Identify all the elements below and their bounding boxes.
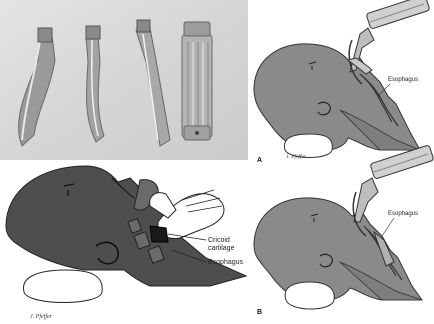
esophagus-label-b: Esophagus: [388, 211, 418, 217]
cricoid-pressure-drawing: Cricoid cartilage Esophagus J. Pfeffer: [6, 166, 246, 320]
panel-letter-b: B: [257, 309, 262, 316]
cricoid-label-line1: Cricoid: [208, 237, 230, 244]
panel-letter-a: A: [257, 157, 262, 164]
esophagus-label-a: Esophagus: [388, 77, 418, 83]
laryngoscope-photo: [0, 0, 248, 160]
panel-a-drawing: Esophagus J. Pfeffer A: [254, 0, 430, 164]
cricoid-cartilage: [150, 226, 168, 242]
pillow-large: [23, 270, 102, 303]
signature-bl: J. Pfeffer: [30, 313, 53, 320]
esophagus-label-bl: Esophagus: [208, 259, 244, 266]
cricoid-label-line2: cartilage: [208, 245, 235, 252]
panel-b-drawing: Esophagus B: [254, 145, 434, 316]
signature-a: J. Pfeffer: [286, 153, 307, 160]
head-silhouette: [254, 44, 420, 150]
laryngoscope-handle: [182, 22, 212, 140]
pillow-b: [285, 282, 334, 309]
